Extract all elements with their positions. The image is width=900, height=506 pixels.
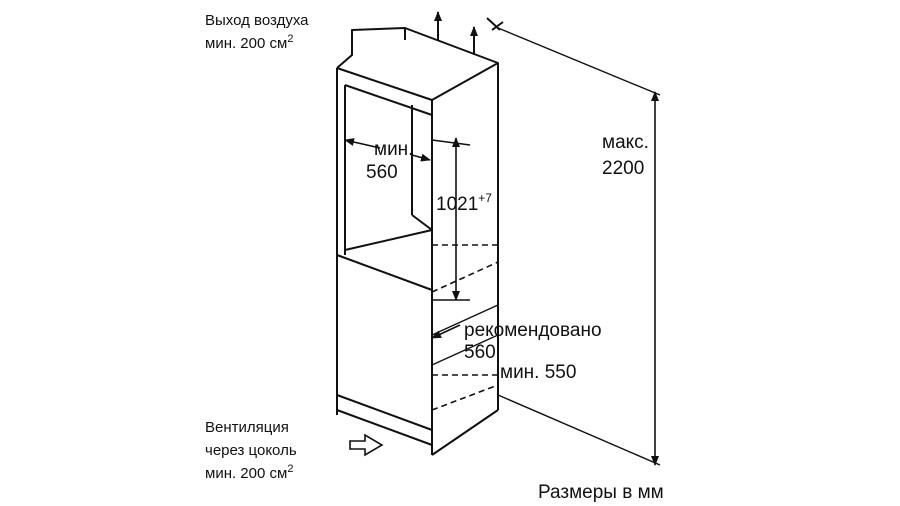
depth-arrow-left bbox=[431, 324, 461, 339]
hidden-line-2 bbox=[431, 261, 499, 293]
dim-depth-ext-1 bbox=[431, 304, 499, 336]
recommended-label: рекомендовано bbox=[464, 320, 602, 341]
niche-height-label: 1021+7 bbox=[436, 191, 492, 215]
plinth bbox=[336, 409, 433, 446]
cabinet-top-front bbox=[336, 67, 433, 101]
appliance-door-bottom bbox=[336, 394, 433, 431]
ventilation-min: мин. 200 см2 bbox=[205, 463, 293, 482]
dim-right-ext-top bbox=[431, 139, 471, 146]
ventilation-label: Вентиляция bbox=[205, 419, 289, 436]
appliance-door-top bbox=[336, 254, 433, 291]
ventilation-through-plinth: через цоколь bbox=[205, 442, 297, 459]
cabinet-inner-right bbox=[431, 62, 499, 101]
width-arrow-right bbox=[411, 153, 431, 162]
air-out-symbol-icon bbox=[486, 17, 504, 31]
dim-bottom-ext bbox=[497, 394, 661, 466]
max-height-value: 2200 bbox=[602, 158, 644, 179]
dim-top-ext bbox=[497, 27, 661, 96]
recommended-value: 560 bbox=[464, 342, 496, 363]
air-outlet-label: Выход воздуха bbox=[205, 12, 309, 29]
cabinet-inner-shelf bbox=[344, 229, 433, 251]
units-note: Размеры в мм bbox=[538, 482, 664, 503]
cabinet-niche-bottom bbox=[411, 214, 433, 231]
air-outlet-min: мин. 200 см2 bbox=[205, 33, 293, 52]
ventilation-arrow-icon bbox=[349, 433, 384, 457]
dim-depth-ext-2 bbox=[431, 334, 499, 366]
cabinet-top-left bbox=[336, 27, 499, 410]
cabinet-inner-top bbox=[344, 84, 433, 116]
cabinet-bottom-right bbox=[431, 409, 499, 456]
width-min-label: мин. bbox=[374, 139, 413, 160]
hidden-line-4 bbox=[431, 384, 499, 411]
max-height-label: макс. bbox=[602, 132, 649, 153]
width-value: 560 bbox=[366, 162, 398, 183]
depth-min-label: мин. 550 bbox=[500, 362, 576, 383]
width-arrow-left bbox=[344, 138, 381, 149]
